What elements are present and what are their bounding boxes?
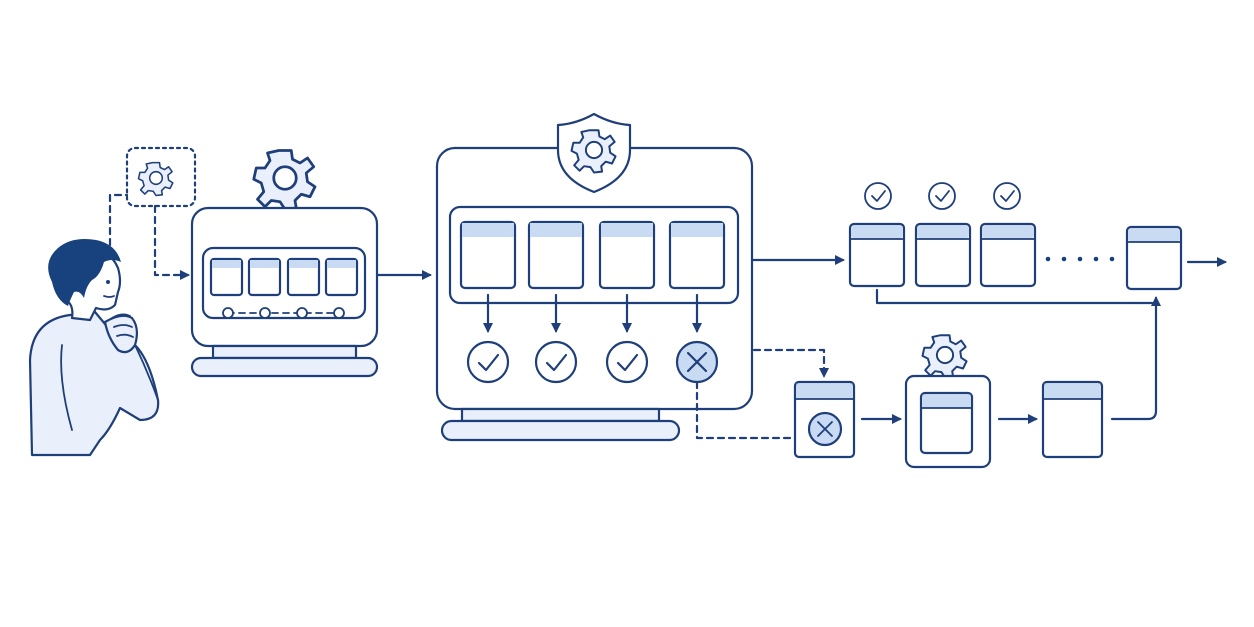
check-icon [534,340,578,384]
check-icon [466,340,510,384]
queue-card [848,222,906,288]
check-icon [605,340,649,384]
retry-path [695,296,1161,469]
config-dashed-box [108,146,197,280]
gear-icon [252,149,317,211]
output-queue [848,182,1227,305]
fixed-card [1041,380,1104,459]
x-icon [807,411,843,447]
gear-icon [921,334,968,379]
queue-card [979,222,1037,288]
input-processor [190,149,379,378]
data-cards [459,220,726,290]
queue-card [1125,225,1183,291]
check-icon [864,182,892,210]
ellipsis-dots [1045,256,1115,262]
x-icon [675,340,719,384]
check-icon [928,182,956,210]
person-thinking-icon [28,239,160,457]
check-icon [993,182,1021,210]
input-slots [209,257,359,297]
queue-card [914,222,972,288]
validation-server [435,112,754,442]
